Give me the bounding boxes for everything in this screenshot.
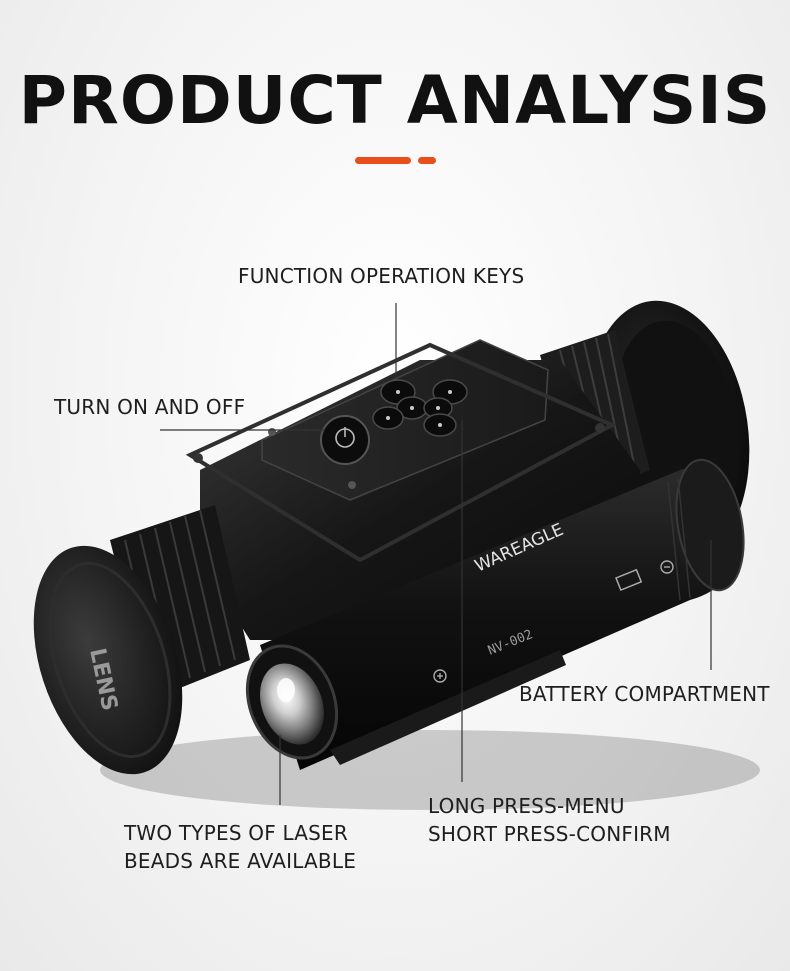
battery-icon: [615, 568, 643, 592]
callout-menu: LONG PRESS-MENU SHORT PRESS-CONFIRM: [428, 792, 671, 848]
laser-lens: [260, 663, 324, 745]
lens-cap: [33, 545, 183, 775]
page-title: PRODUCT ANALYSIS: [18, 62, 772, 139]
power-button: [320, 415, 370, 465]
device-shadow: [100, 730, 760, 810]
plus-icon: [433, 669, 447, 683]
callout-power: TURN ON AND OFF: [54, 395, 246, 419]
callout-menu-line2: SHORT PRESS-CONFIRM: [428, 822, 671, 846]
battery-tube: [260, 467, 741, 770]
callout-battery: BATTERY COMPARTMENT: [519, 682, 770, 706]
callout-laser: TWO TYPES OF LASER BEADS ARE AVAILABLE: [124, 819, 356, 875]
night-vision-device-image: LENS WAREAGLE NV-002: [33, 300, 760, 810]
minus-icon: [660, 560, 674, 574]
title-accent-dot: [418, 157, 436, 164]
mount-rail: [330, 650, 566, 765]
callout-menu-line1: LONG PRESS-MENU: [428, 794, 625, 818]
callout-laser-line1: TWO TYPES OF LASER: [124, 821, 348, 845]
title-accent-bar: [355, 157, 411, 164]
callout-laser-line2: BEADS ARE AVAILABLE: [124, 849, 357, 873]
callout-function-keys: FUNCTION OPERATION KEYS: [238, 264, 525, 288]
